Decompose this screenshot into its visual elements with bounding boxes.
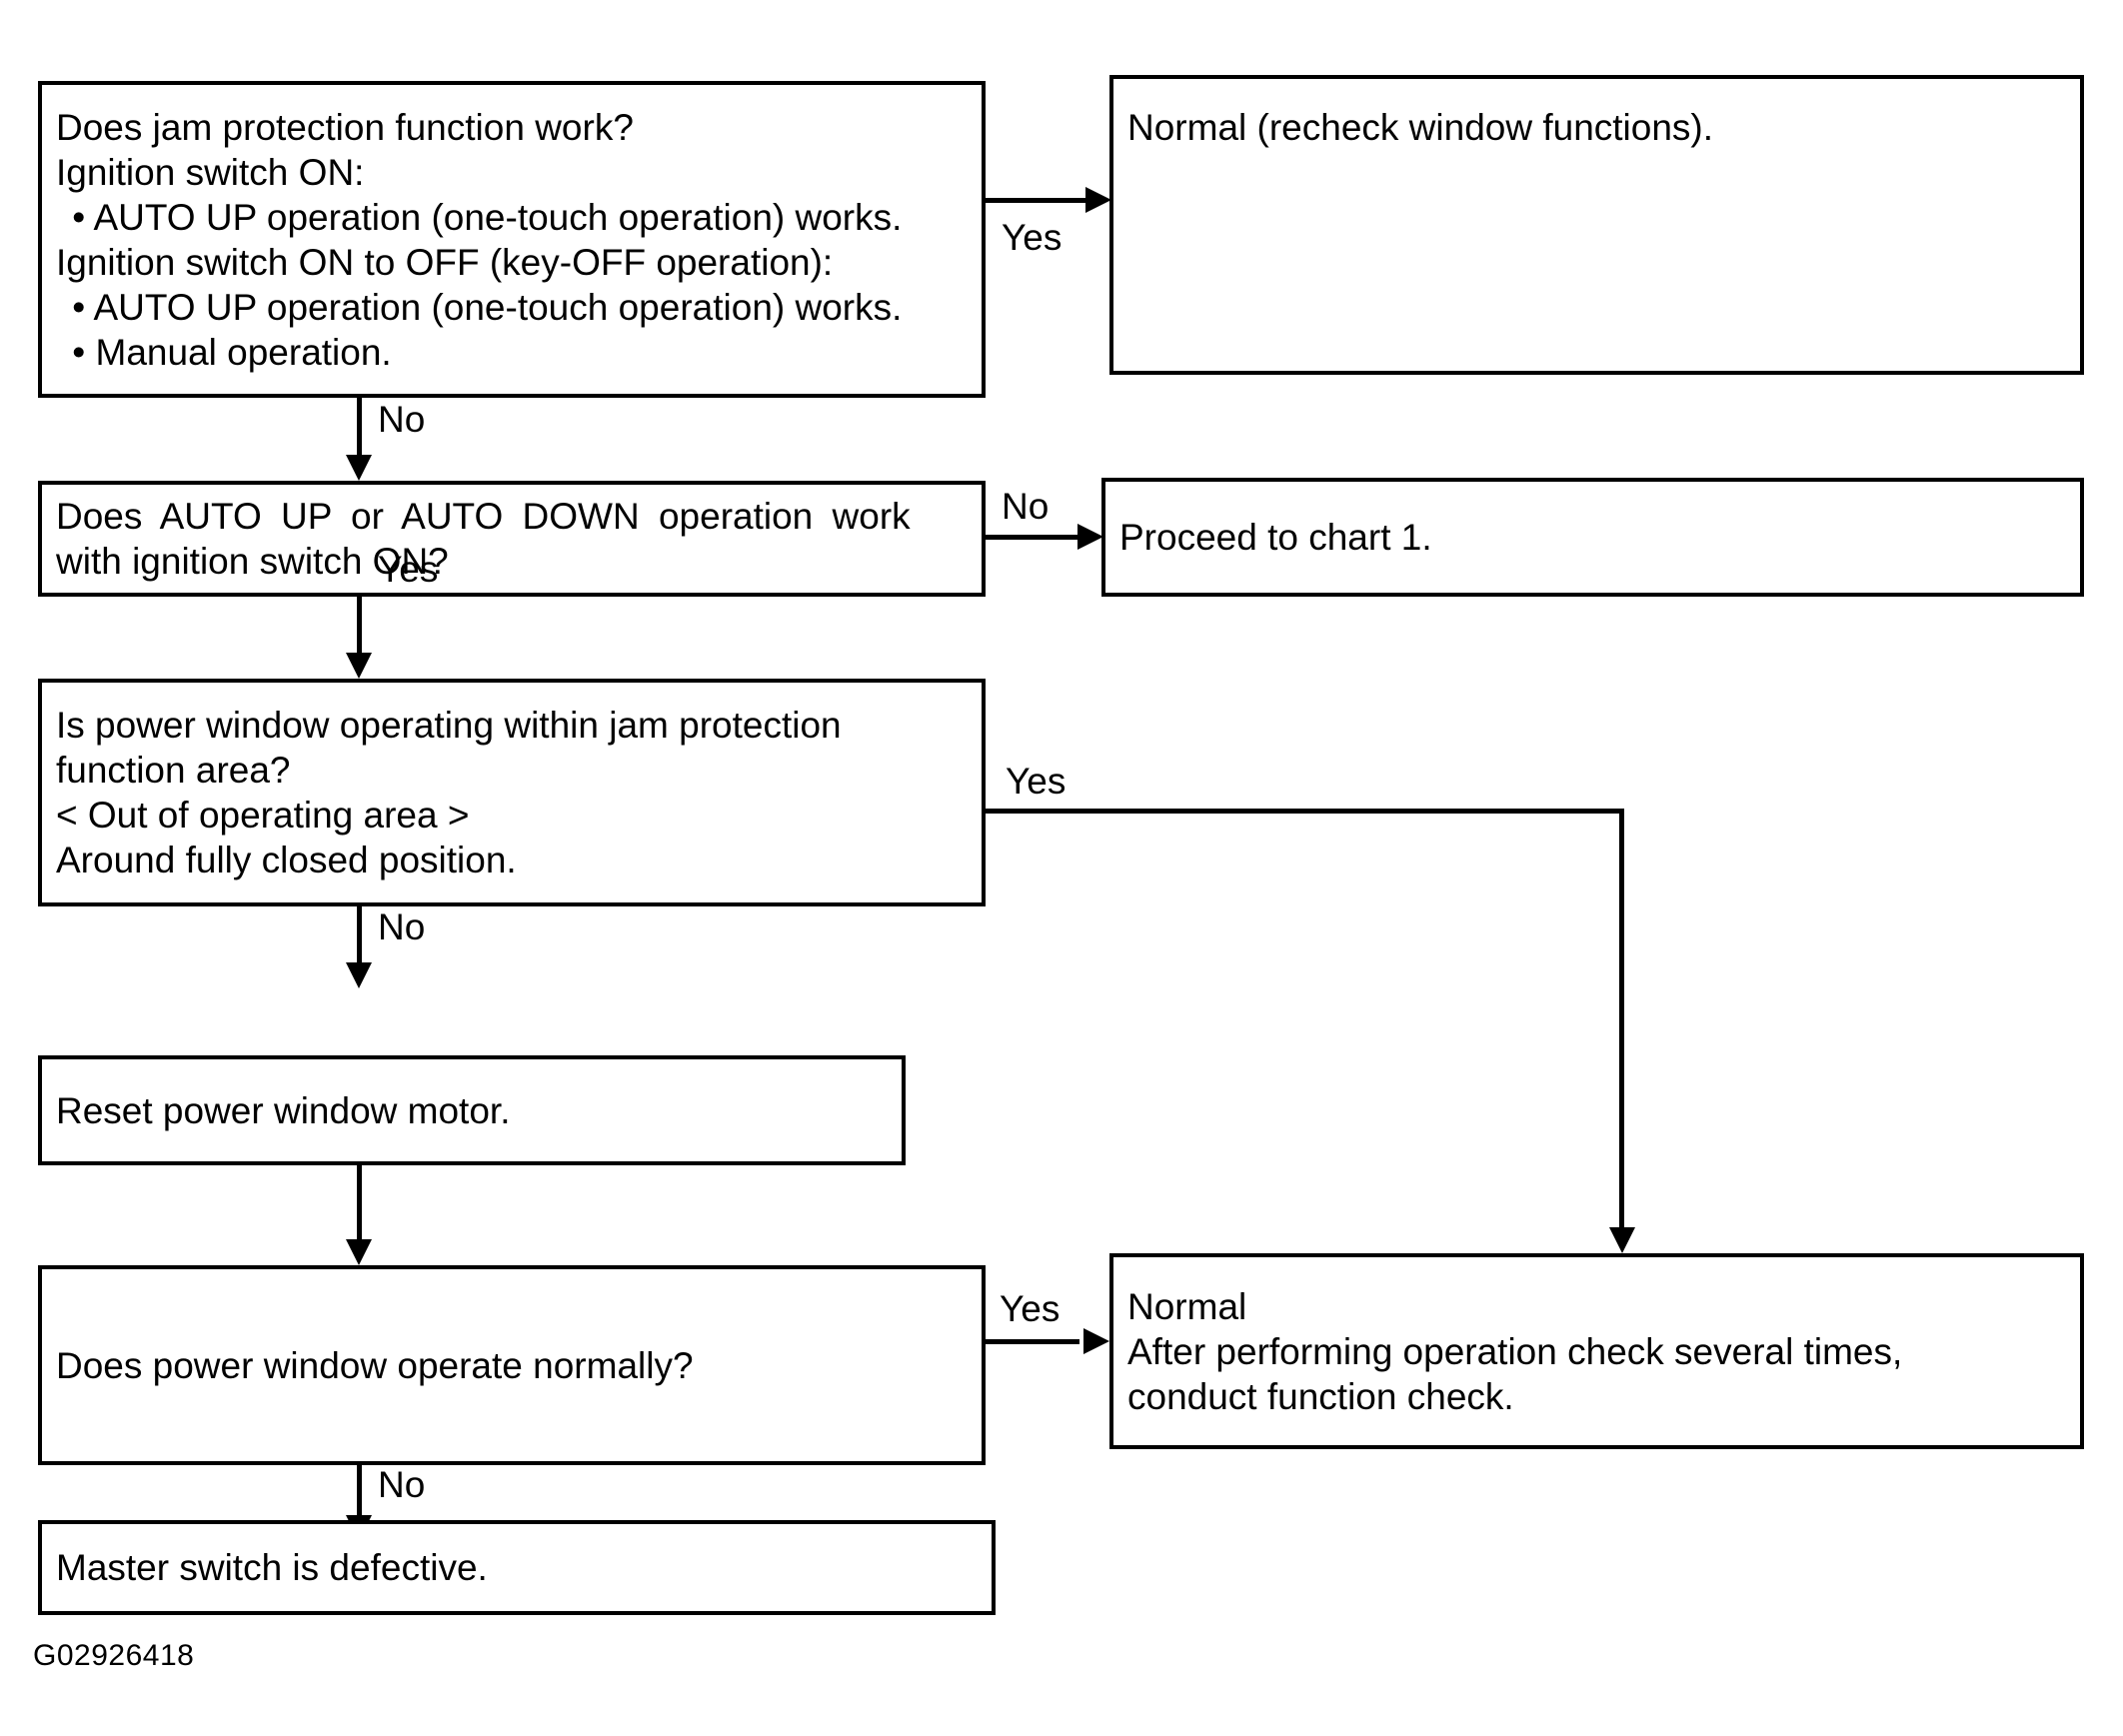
node-line: After performing operation check several…: [1127, 1330, 1903, 1372]
edge-jam-yes-line: [986, 198, 1087, 203]
edge-area-yes-vertical: [1619, 809, 1624, 1233]
node-master-switch-defective: Master switch is defective.: [38, 1520, 996, 1615]
node-line: Ignition switch ON:: [56, 151, 365, 193]
edge-label-area-no: No: [378, 906, 426, 947]
edge-area-no-arrowhead: [346, 962, 372, 988]
node-line: Normal (recheck window functions).: [1127, 107, 1714, 148]
node-line: Is power window operating within jam pro…: [56, 705, 842, 746]
edge-area-yes-arrowhead: [1609, 1227, 1635, 1253]
node-operate-normally-question: Does power window operate normally?: [38, 1265, 986, 1465]
node-line: Does jam protection function work?: [56, 106, 634, 148]
edge-label-jam-yes: Yes: [1002, 217, 1062, 258]
edge-label-normally-yes: Yes: [1000, 1288, 1061, 1329]
edge-reset-to-normally-line: [357, 1165, 362, 1245]
edge-reset-to-normally-arrowhead: [346, 1239, 372, 1265]
edge-jam-no-line: [357, 398, 362, 461]
node-line: Ignition switch ON to OFF (key-OFF opera…: [56, 241, 834, 283]
edge-label-area-yes: Yes: [1006, 761, 1066, 802]
node-line: < Out of operating area >: [56, 795, 470, 836]
edge-auto-no-arrowhead: [1077, 524, 1103, 550]
node-line: function area?: [56, 750, 291, 791]
edge-area-yes-horizontal: [986, 809, 1624, 814]
edge-label-auto-yes: Yes: [378, 549, 439, 590]
node-line: Around fully closed position.: [56, 840, 517, 880]
node-line: • AUTO UP operation (one-touch operation…: [62, 196, 903, 238]
node-line: Reset power window motor.: [56, 1089, 511, 1131]
node-line: Proceed to chart 1.: [1119, 517, 1432, 558]
node-line: with ignition switch ON?: [56, 541, 449, 582]
edge-normally-yes-line: [986, 1339, 1079, 1344]
node-jam-protection-question: Does jam protection function work? Ignit…: [38, 81, 986, 398]
edge-jam-yes-arrowhead: [1085, 187, 1111, 213]
edge-label-auto-no: No: [1002, 486, 1050, 527]
node-line: Normal: [1127, 1285, 1247, 1327]
edge-normally-yes-arrowhead: [1083, 1328, 1109, 1354]
node-reset-power-window-motor: Reset power window motor.: [38, 1055, 906, 1165]
node-line: • AUTO UP operation (one-touch operation…: [62, 286, 903, 328]
node-line: Does power window operate normally?: [56, 1344, 694, 1386]
edge-normally-no-line: [357, 1465, 362, 1525]
edge-auto-yes-arrowhead: [346, 653, 372, 679]
edge-area-no-line: [357, 906, 362, 969]
node-line: Does AUTO UP or AUTO DOWN operation work: [56, 496, 911, 537]
node-line: • Manual operation.: [62, 331, 392, 373]
edge-auto-no-line: [986, 535, 1079, 540]
edge-auto-yes-line: [357, 597, 362, 659]
edge-label-jam-no: No: [378, 399, 426, 440]
node-normal-recheck: Normal (recheck window functions).: [1109, 75, 2084, 375]
node-line: conduct function check.: [1127, 1375, 1514, 1417]
node-proceed-chart1: Proceed to chart 1.: [1101, 478, 2084, 597]
edge-label-normally-no: No: [378, 1464, 426, 1505]
node-normal-function-check: Normal After performing operation check …: [1109, 1253, 2084, 1449]
edge-jam-no-arrowhead: [346, 455, 372, 481]
node-auto-up-down-question: Does AUTO UP or AUTO DOWN operation work…: [38, 481, 986, 597]
figure-id-label: G02926418: [33, 1639, 195, 1672]
node-within-jam-area-question: Is power window operating within jam pro…: [38, 679, 986, 906]
node-line: Master switch is defective.: [56, 1547, 488, 1588]
